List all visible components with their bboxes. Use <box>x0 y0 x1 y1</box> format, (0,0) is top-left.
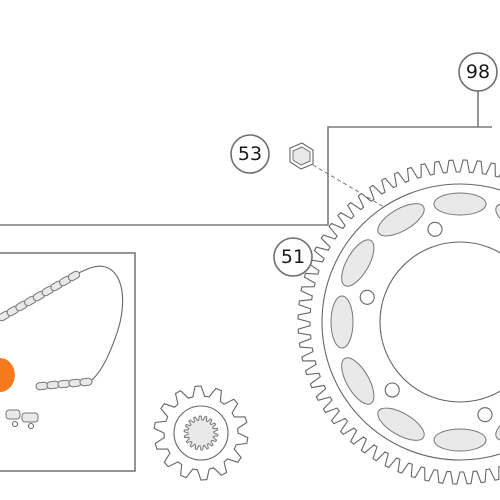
sprocket-window <box>495 203 500 237</box>
sprocket-window <box>377 407 425 441</box>
sprocket-bolt-hole <box>384 382 400 398</box>
nut-icon <box>289 142 385 208</box>
chain-links-lower <box>35 377 93 391</box>
chain-kit-box <box>0 252 136 472</box>
chain-links-upper <box>0 270 81 322</box>
sprocket-window <box>433 192 487 216</box>
callout-53: 53 <box>230 134 270 174</box>
sprocket-window <box>341 239 375 287</box>
chain-link <box>35 381 49 391</box>
front-sprocket-spline <box>183 415 219 451</box>
chain-link <box>79 377 93 387</box>
assembly-bracket-line <box>0 126 492 226</box>
master-link-icon <box>5 409 39 430</box>
callout-51-label: 51 <box>281 246 305 268</box>
sprocket-window <box>433 428 487 452</box>
sprocket-bolt-hole <box>477 407 493 423</box>
callout-98: 98 <box>458 52 498 92</box>
callout-53-label: 53 <box>238 143 262 165</box>
sprocket-bolt-hole <box>427 221 443 237</box>
callout-51: 51 <box>273 237 313 277</box>
chain-link <box>67 270 81 282</box>
chain-link <box>57 379 71 389</box>
rear-sprocket-icon <box>297 159 500 485</box>
sprocket-window <box>495 407 500 441</box>
chain-link <box>68 378 82 388</box>
callout-98-label: 98 <box>466 61 490 83</box>
sprocket-window <box>377 203 425 237</box>
sprocket-window <box>341 357 375 405</box>
sprocket-window <box>330 295 354 349</box>
chain-icon <box>0 265 124 391</box>
front-sprocket-icon <box>153 385 249 481</box>
sprocket-bolt-hole <box>359 289 375 305</box>
highlight-marker <box>0 358 15 392</box>
rear-sprocket-center <box>379 241 500 403</box>
chain-link <box>46 380 60 390</box>
